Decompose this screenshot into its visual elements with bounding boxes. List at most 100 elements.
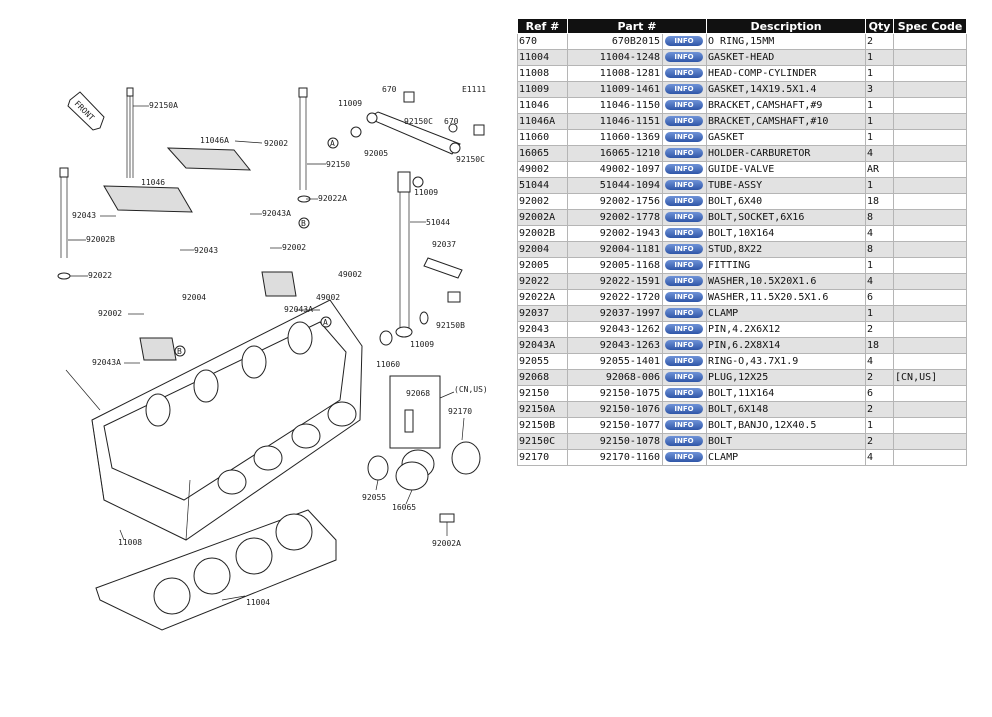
qty-cell: 2	[865, 401, 895, 418]
part-number-cell: 92150-1076	[567, 401, 663, 418]
callout-a-1: A	[327, 137, 339, 149]
ref-cell: 11046	[517, 97, 568, 114]
ref-cell: 92043	[517, 321, 568, 338]
ref-cell: 92005	[517, 257, 568, 274]
info-button[interactable]: INFO	[665, 180, 703, 190]
svg-text:A: A	[330, 139, 335, 148]
qty-cell: 4	[865, 273, 895, 290]
info-button[interactable]: INFO	[665, 388, 703, 398]
info-button[interactable]: INFO	[665, 52, 703, 62]
info-button[interactable]: INFO	[665, 340, 703, 350]
qty-cell: 1	[865, 257, 895, 274]
head-gasket-11004	[95, 509, 337, 631]
label-670-a: 670	[382, 85, 397, 94]
bracket-small-b	[139, 337, 177, 361]
info-button[interactable]: INFO	[665, 212, 703, 222]
label-11004: 11004	[246, 598, 270, 607]
header-description: Description	[706, 18, 867, 34]
holder-16065	[395, 449, 435, 491]
ref-cell: 92150C	[517, 433, 568, 450]
description-cell: BOLT,BANJO,12X40.5	[706, 417, 867, 434]
info-cell: INFO	[661, 241, 708, 258]
part-number-cell: 92004-1181	[567, 241, 663, 258]
qty-cell: 8	[865, 209, 895, 226]
info-cell: INFO	[661, 33, 708, 50]
info-button[interactable]: INFO	[665, 372, 703, 382]
info-button[interactable]: INFO	[665, 356, 703, 366]
info-button[interactable]: INFO	[665, 68, 703, 78]
spec-code-cell	[893, 449, 968, 466]
ref-cell: 92068	[517, 369, 568, 386]
label-92055: 92055	[362, 493, 386, 502]
description-cell: O RING,15MM	[706, 33, 867, 50]
qty-cell: 2	[865, 369, 895, 386]
label-11046: 11046	[141, 178, 165, 187]
qty-cell: 18	[865, 193, 895, 210]
info-button[interactable]: INFO	[665, 116, 703, 126]
spec-code-cell	[893, 65, 968, 82]
info-button[interactable]: INFO	[665, 196, 703, 206]
info-button[interactable]: INFO	[665, 404, 703, 414]
tube-assy-51044	[379, 171, 461, 346]
qty-cell: 2	[865, 33, 895, 50]
spec-code-cell	[893, 257, 968, 274]
info-button[interactable]: INFO	[665, 36, 703, 46]
spec-code-cell	[893, 385, 968, 402]
description-cell: RING-O,43.7X1.9	[706, 353, 867, 370]
label-92002a: 92002A	[432, 539, 461, 548]
ref-cell: 92004	[517, 241, 568, 258]
label-11009-b: 11009	[414, 188, 438, 197]
header-spec-code: Spec Code	[893, 18, 968, 34]
info-button[interactable]: INFO	[665, 100, 703, 110]
info-button[interactable]: INFO	[665, 244, 703, 254]
info-button[interactable]: INFO	[665, 260, 703, 270]
leader-lines	[65, 105, 465, 601]
bolt-92150a	[126, 87, 134, 178]
info-cell: INFO	[661, 449, 708, 466]
info-button[interactable]: INFO	[665, 308, 703, 318]
qty-cell: 1	[865, 97, 895, 114]
qty-cell: 1	[865, 129, 895, 146]
spec-code-cell	[893, 289, 968, 306]
label-92022: 92022	[88, 271, 112, 280]
info-button[interactable]: INFO	[665, 420, 703, 430]
info-button[interactable]: INFO	[665, 452, 703, 462]
description-cell: BOLT	[706, 433, 867, 450]
info-button[interactable]: INFO	[665, 132, 703, 142]
info-button[interactable]: INFO	[665, 84, 703, 94]
info-button[interactable]: INFO	[665, 292, 703, 302]
label-11009-a: 11009	[338, 99, 362, 108]
qty-cell: 6	[865, 289, 895, 306]
description-cell: WASHER,11.5X20.5X1.6	[706, 289, 867, 306]
info-button[interactable]: INFO	[665, 164, 703, 174]
spec-code-cell	[893, 337, 968, 354]
ref-cell: 11009	[517, 81, 568, 98]
info-button[interactable]: INFO	[665, 324, 703, 334]
label-92170: 92170	[448, 407, 472, 416]
qty-cell: 8	[865, 241, 895, 258]
info-button[interactable]: INFO	[665, 436, 703, 446]
spec-code-cell	[893, 129, 968, 146]
info-button[interactable]: INFO	[665, 148, 703, 158]
info-button[interactable]: INFO	[665, 276, 703, 286]
part-number-cell: 92037-1997	[567, 305, 663, 322]
ref-cell: 92022	[517, 273, 568, 290]
qty-cell: 1	[865, 305, 895, 322]
label-92150c-b: 92150C	[456, 155, 485, 164]
label-92043a-b: 92043A	[284, 305, 313, 314]
description-cell: PLUG,12X25	[706, 369, 867, 386]
info-button[interactable]: INFO	[665, 228, 703, 238]
part-number-cell: 92002-1778	[567, 209, 663, 226]
ref-cell: 11046A	[517, 113, 568, 130]
ref-cell: 92150	[517, 385, 568, 402]
part-number-cell: 11046-1150	[567, 97, 663, 114]
ref-cell: 92002B	[517, 225, 568, 242]
